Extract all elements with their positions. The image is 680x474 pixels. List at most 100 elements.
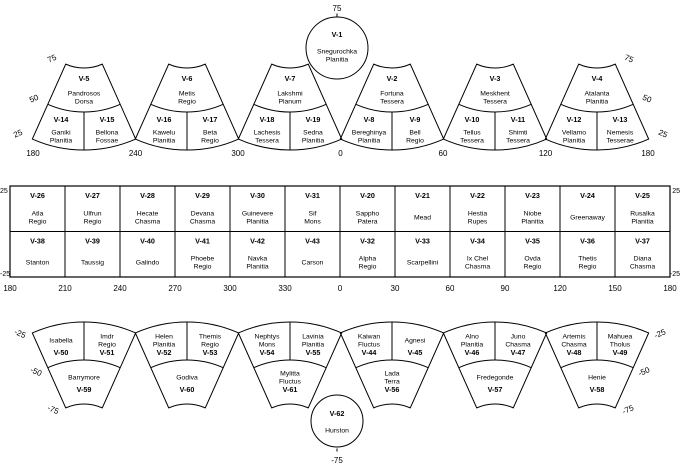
north-lon-label: 120 xyxy=(539,149,553,158)
quad-id-label: V-41 xyxy=(195,237,210,246)
quad-name-label: Barrymore xyxy=(68,375,100,382)
south-lat-label-left: -75 xyxy=(46,403,61,416)
north-lon-label: 180 xyxy=(641,149,655,158)
quad-id-label: V-51 xyxy=(100,348,115,357)
quad-id-label: V-37 xyxy=(635,237,650,246)
quad-id-label: V-57 xyxy=(488,385,503,394)
quad-id-label: V-36 xyxy=(580,237,595,246)
equator-lon-label: 180 xyxy=(3,284,17,293)
quad-id-label: V-59 xyxy=(77,385,92,394)
equator-lon-label: 90 xyxy=(501,284,510,293)
fan-outline xyxy=(237,321,343,409)
north-lat-label-right: 50 xyxy=(641,93,653,105)
quad-id-label: V-7 xyxy=(285,74,296,83)
north-pole-circle xyxy=(305,16,369,80)
quad-id-label: V-49 xyxy=(613,348,628,357)
fan-outline xyxy=(134,63,240,151)
quad-id-label: V-14 xyxy=(54,115,69,124)
fan-outline xyxy=(442,63,548,151)
quad-id-label: V-34 xyxy=(470,237,485,246)
north-lon-label: 180 xyxy=(26,149,40,158)
quad-id-label: V-48 xyxy=(567,348,582,357)
quad-name-label: Fredegonde xyxy=(477,375,514,382)
fan-outline xyxy=(31,321,137,409)
quad-id-label: V-26 xyxy=(30,191,45,200)
quad-id-label: V-9 xyxy=(410,115,421,124)
south-lat-label-left: -50 xyxy=(29,365,44,378)
quad-id-label: V-13 xyxy=(613,115,628,124)
equator-lon-label: 270 xyxy=(168,284,182,293)
quad-name-label: Mead xyxy=(414,215,431,222)
quad-id-label: V-27 xyxy=(85,191,100,200)
quad-id-label: V-40 xyxy=(140,237,155,246)
quad-id-label: V-23 xyxy=(525,191,540,200)
equator-lat-label-left: 25 xyxy=(0,188,8,195)
quad-id-label: V-11 xyxy=(511,115,525,124)
fan-outline xyxy=(544,321,650,409)
quad-id-label: V-31 xyxy=(305,191,320,200)
quad-id-label: V-1 xyxy=(332,30,343,39)
quad-id-label: V-3 xyxy=(490,74,501,83)
lat-band-divider xyxy=(253,359,327,369)
equator-lon-label: 330 xyxy=(278,284,292,293)
south-pole-label: -75 xyxy=(331,456,343,465)
quad-name-label: Agnesi xyxy=(405,338,426,345)
equator-lon-label: 150 xyxy=(608,284,622,293)
quad-id-label: V-58 xyxy=(590,385,605,394)
equator-lon-label: 30 xyxy=(391,284,400,293)
quad-id-label: V-45 xyxy=(408,348,423,357)
quad-id-label: V-20 xyxy=(360,191,375,200)
north-lat-label-left: 75 xyxy=(46,53,58,65)
fan-outline xyxy=(339,63,445,151)
